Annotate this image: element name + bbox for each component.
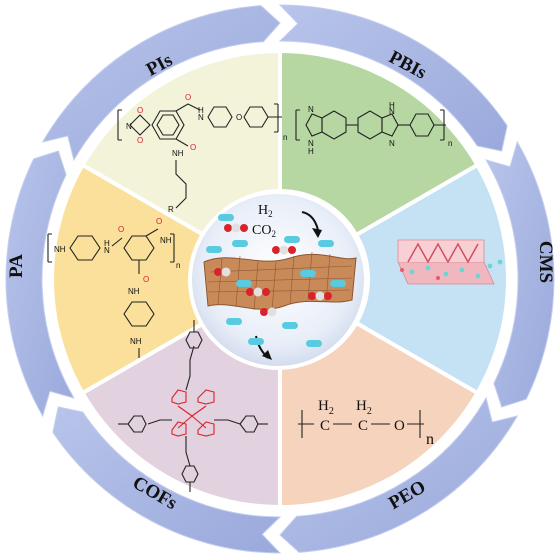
label-cms: CMS — [535, 241, 556, 283]
svg-text:H: H — [308, 147, 314, 156]
svg-text:NH: NH — [128, 287, 140, 296]
svg-text:NH: NH — [130, 337, 142, 346]
arrow-head-icon — [312, 228, 322, 238]
svg-text:N: N — [126, 122, 132, 131]
svg-text:H: H — [198, 106, 204, 115]
arrow-down-right-icon — [301, 211, 319, 231]
peo-h2-left: H2 — [318, 398, 334, 417]
pa-structure: NH H N O O NH n O NH NH — [47, 217, 180, 358]
svg-text:N: N — [198, 113, 204, 122]
svg-text:R: R — [168, 205, 174, 214]
pbis-structure: N N H H N N n — [295, 101, 452, 156]
svg-text:O: O — [156, 217, 162, 226]
peo-h2-right: H2 — [356, 398, 372, 417]
svg-text:O: O — [137, 136, 143, 145]
peo-c-right: C — [358, 418, 368, 434]
peo-o: O — [394, 418, 405, 434]
center-co2-label: CO2 — [252, 223, 276, 239]
ring-arrow-pis — [41, 5, 281, 162]
svg-text:H: H — [389, 101, 395, 110]
svg-text:H: H — [104, 239, 110, 248]
svg-text:NH: NH — [172, 149, 184, 158]
outer-ring — [5, 4, 555, 554]
svg-text:n: n — [448, 139, 452, 148]
svg-text:NH: NH — [54, 245, 66, 254]
gas-molecules — [206, 214, 346, 347]
svg-text:N: N — [308, 139, 314, 148]
ring-arrow-pa — [5, 150, 75, 418]
svg-text:n: n — [176, 261, 180, 270]
peo-n: n — [426, 431, 434, 448]
ring-arrow-cofs — [52, 406, 282, 554]
svg-text:n: n — [283, 133, 287, 142]
svg-text:N: N — [389, 107, 395, 116]
arrow-head-icon — [262, 350, 272, 360]
center-h2-label: H2 — [258, 203, 273, 219]
cofs-structure — [118, 320, 268, 492]
segment-wedges — [50, 48, 510, 510]
ring-arrow-peo — [279, 396, 519, 553]
svg-text:O: O — [190, 143, 196, 152]
svg-text:O: O — [118, 225, 124, 234]
svg-text:O: O — [236, 113, 242, 122]
label-pa: PA — [6, 254, 27, 278]
cms-illustration — [397, 239, 503, 285]
svg-text:N: N — [389, 139, 395, 148]
svg-text:NH: NH — [160, 236, 172, 245]
svg-text:O: O — [185, 93, 191, 102]
pis-structure: N O O O H N O n O NH R — [117, 93, 287, 214]
svg-text:N: N — [104, 246, 110, 255]
svg-text:O: O — [137, 106, 143, 115]
svg-text:O: O — [143, 275, 149, 284]
ring-arrow-cms — [485, 140, 555, 408]
peo-c-left: C — [320, 418, 330, 434]
peo-structure: H2 C H2 C O n — [298, 398, 434, 448]
center-membrane-illustration: H2 CO2 — [188, 190, 368, 370]
ring-arrow-pbis — [278, 4, 508, 152]
svg-text:N: N — [308, 105, 314, 114]
